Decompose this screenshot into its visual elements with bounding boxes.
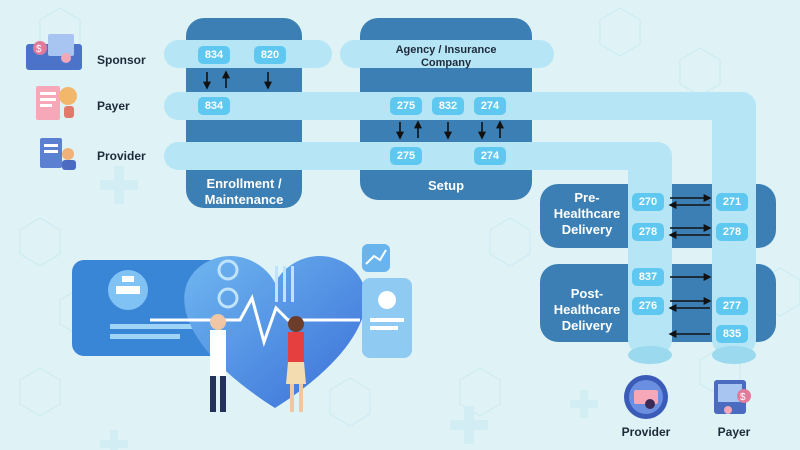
pre-healthcare-label: Pre-Healthcare Delivery (553, 190, 621, 237)
sponsor-pipe-enrollment (164, 40, 332, 68)
payer-pipe-end (712, 346, 756, 364)
code-badge: 820 (254, 46, 286, 64)
code-badge: 832 (432, 97, 464, 115)
payer-icon (36, 86, 77, 120)
heart-illustration (72, 244, 412, 412)
code-badge: 274 (474, 97, 506, 115)
agency-label: Agency / Insurance Company (395, 44, 497, 69)
setup-label: Setup (427, 178, 465, 193)
payer-label: Payer (97, 99, 130, 113)
code-badge: 270 (632, 193, 664, 211)
code-badge: 837 (632, 268, 664, 286)
provider-bottom-icon (624, 375, 668, 419)
code-badge: 275 (390, 97, 422, 115)
provider-pipe-end (628, 346, 672, 364)
sponsor-icon: $ (26, 34, 82, 70)
enrollment-label: Enrollment / Maintenance (204, 176, 284, 207)
code-badge: 278 (632, 223, 664, 241)
code-badge: 274 (474, 147, 506, 165)
svg-text:$: $ (36, 44, 42, 55)
provider-icon (40, 138, 76, 170)
code-badge: 834 (198, 46, 230, 64)
provider-label: Provider (97, 149, 146, 163)
code-badge: 275 (390, 147, 422, 165)
code-badge: 278 (716, 223, 748, 241)
post-healthcare-label: Post-Healthcare Delivery (553, 286, 621, 333)
code-badge: 835 (716, 325, 748, 343)
provider-vertical-pipe (628, 142, 672, 354)
payer-bottom-icon: $ (714, 380, 751, 414)
agency-pipe (340, 40, 554, 68)
code-badge: 271 (716, 193, 748, 211)
code-badge: 276 (632, 297, 664, 315)
bottom-payer-label: Payer (717, 425, 751, 439)
code-badge: 277 (716, 297, 748, 315)
svg-text:$: $ (740, 392, 746, 403)
code-badge: 834 (198, 97, 230, 115)
bottom-provider-label: Provider (621, 425, 671, 439)
sponsor-label: Sponsor (97, 53, 146, 67)
